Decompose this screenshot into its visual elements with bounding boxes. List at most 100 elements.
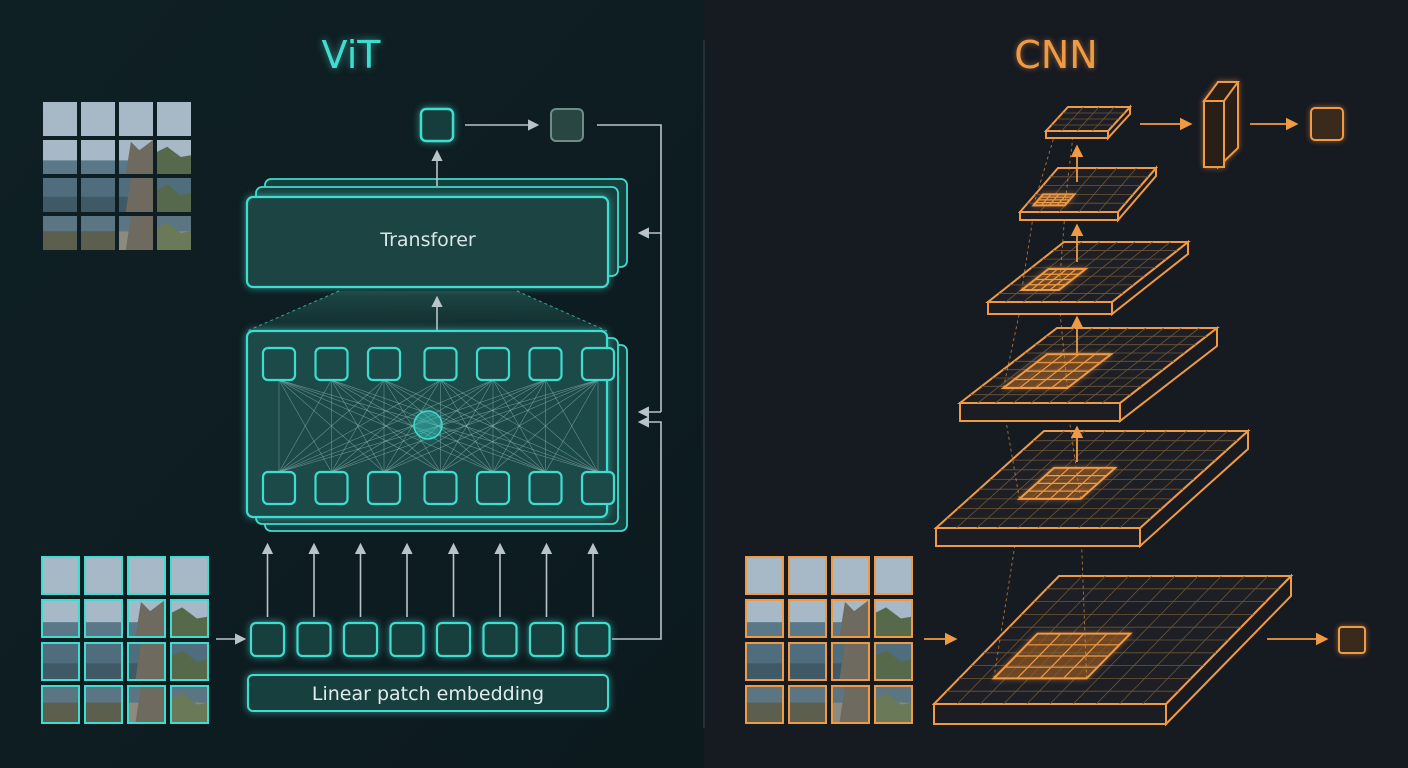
- attention-key-token: [528, 470, 563, 506]
- patch-sea: [43, 216, 77, 232]
- layer-grid-line: [1096, 575, 1222, 705]
- receptive-field-line: [1021, 213, 1034, 291]
- patch-ground: [81, 231, 115, 250]
- image-patch: [81, 216, 115, 250]
- patch-vegetation: [875, 693, 912, 723]
- patch-sea: [81, 196, 115, 212]
- image-patch: [43, 178, 77, 212]
- vit-input-image-grid: [43, 102, 191, 250]
- patch-sea: [42, 622, 79, 637]
- patch-sky: [42, 557, 79, 594]
- patch-cliff: [125, 178, 153, 212]
- patch-sky: [81, 102, 115, 136]
- image-patch-border: [874, 556, 913, 595]
- layer-grid-line: [1072, 575, 1199, 705]
- layer-grid-line: [1058, 430, 1167, 529]
- patch-token: [249, 621, 286, 658]
- image-patch-border: [831, 556, 870, 595]
- patch-ground: [789, 702, 826, 723]
- layer-front-face: [933, 703, 1167, 725]
- prediction-output: [550, 108, 584, 142]
- attention-key-token: [366, 470, 402, 506]
- transformer-layer-front: [245, 195, 610, 289]
- attention-hub: [413, 410, 443, 440]
- image-patch: [170, 642, 209, 681]
- patch-sea: [85, 622, 122, 637]
- image-patch: [127, 599, 166, 638]
- layer-grid-line: [1142, 575, 1269, 705]
- patch-sky: [832, 557, 869, 594]
- image-patch-border: [831, 642, 870, 681]
- image-patch: [157, 102, 191, 136]
- receptive-field-line: [1033, 135, 1055, 206]
- kernel-grid-line: [1056, 194, 1068, 206]
- image-patch-border: [41, 599, 80, 638]
- image-patch: [119, 102, 153, 136]
- patch-vegetation: [171, 693, 208, 723]
- receptive-field-line: [1002, 301, 1023, 389]
- patch-token: [389, 621, 425, 658]
- image-patch: [874, 685, 913, 724]
- attention-fan-edge-left: [246, 290, 340, 332]
- image-patch: [41, 685, 80, 724]
- image-patch: [81, 140, 115, 174]
- image-patch: [170, 685, 209, 724]
- patch-sky: [875, 557, 912, 594]
- patch-token: [528, 621, 565, 658]
- image-patch-border: [170, 642, 209, 681]
- patch-vegetation: [171, 650, 208, 680]
- vit-patch-grid: [41, 556, 209, 724]
- embedding-arrows: [261, 542, 599, 617]
- embedded-tokens: [249, 621, 611, 658]
- layer-grid-line: [1078, 167, 1118, 213]
- patch-sea: [85, 663, 122, 680]
- image-patch: [157, 216, 191, 250]
- layer-grid-line: [1084, 327, 1182, 404]
- vit-title: ViT: [322, 33, 382, 77]
- patch-token: [482, 621, 518, 658]
- image-patch-border: [745, 556, 784, 595]
- image-patch-border: [84, 556, 123, 595]
- patch-cliff: [839, 600, 869, 637]
- attention-connection: [440, 379, 546, 473]
- patch-vegetation: [875, 650, 912, 680]
- layer-front-face: [935, 527, 1141, 547]
- image-patch-border: [127, 642, 166, 681]
- layer-front-face: [1045, 130, 1109, 139]
- vit-output-tokens: [419, 107, 584, 143]
- image-patch: [831, 642, 870, 681]
- layer-grid-line: [1094, 241, 1171, 303]
- image-patch: [119, 216, 153, 250]
- kernel-grid-line: [1064, 467, 1101, 500]
- image-patch: [874, 599, 913, 638]
- patch-cliff: [839, 643, 869, 680]
- attention-query-token: [528, 346, 563, 382]
- image-patch: [84, 599, 123, 638]
- cnn-side-output-node: [1338, 626, 1366, 654]
- patch-sea: [746, 622, 783, 637]
- attention-connection: [492, 379, 599, 473]
- patch-ground: [43, 231, 77, 250]
- patch-ground: [746, 702, 783, 723]
- patch-token: [435, 621, 472, 658]
- attention-query-token: [314, 346, 349, 382]
- layer-grid-line: [1058, 241, 1136, 303]
- image-patch: [788, 642, 827, 681]
- image-patch: [81, 102, 115, 136]
- attention-query-token: [423, 346, 458, 382]
- attention-connection: [278, 379, 385, 473]
- image-patch: [43, 140, 77, 174]
- image-patch-border: [170, 556, 209, 595]
- patch-sky: [128, 557, 165, 594]
- linear-patch-embedding: Linear patch embedding: [247, 674, 609, 712]
- patch-vegetation: [171, 607, 208, 637]
- attention-key-token: [261, 470, 297, 506]
- transformer-block-stack: Transforer: [245, 178, 628, 289]
- self-attention-block: [245, 329, 628, 532]
- patch-sky: [119, 102, 153, 136]
- attention-key-token: [580, 470, 616, 506]
- attention-query-token: [580, 346, 616, 382]
- image-patch-border: [127, 685, 166, 724]
- image-patch-border: [41, 642, 80, 681]
